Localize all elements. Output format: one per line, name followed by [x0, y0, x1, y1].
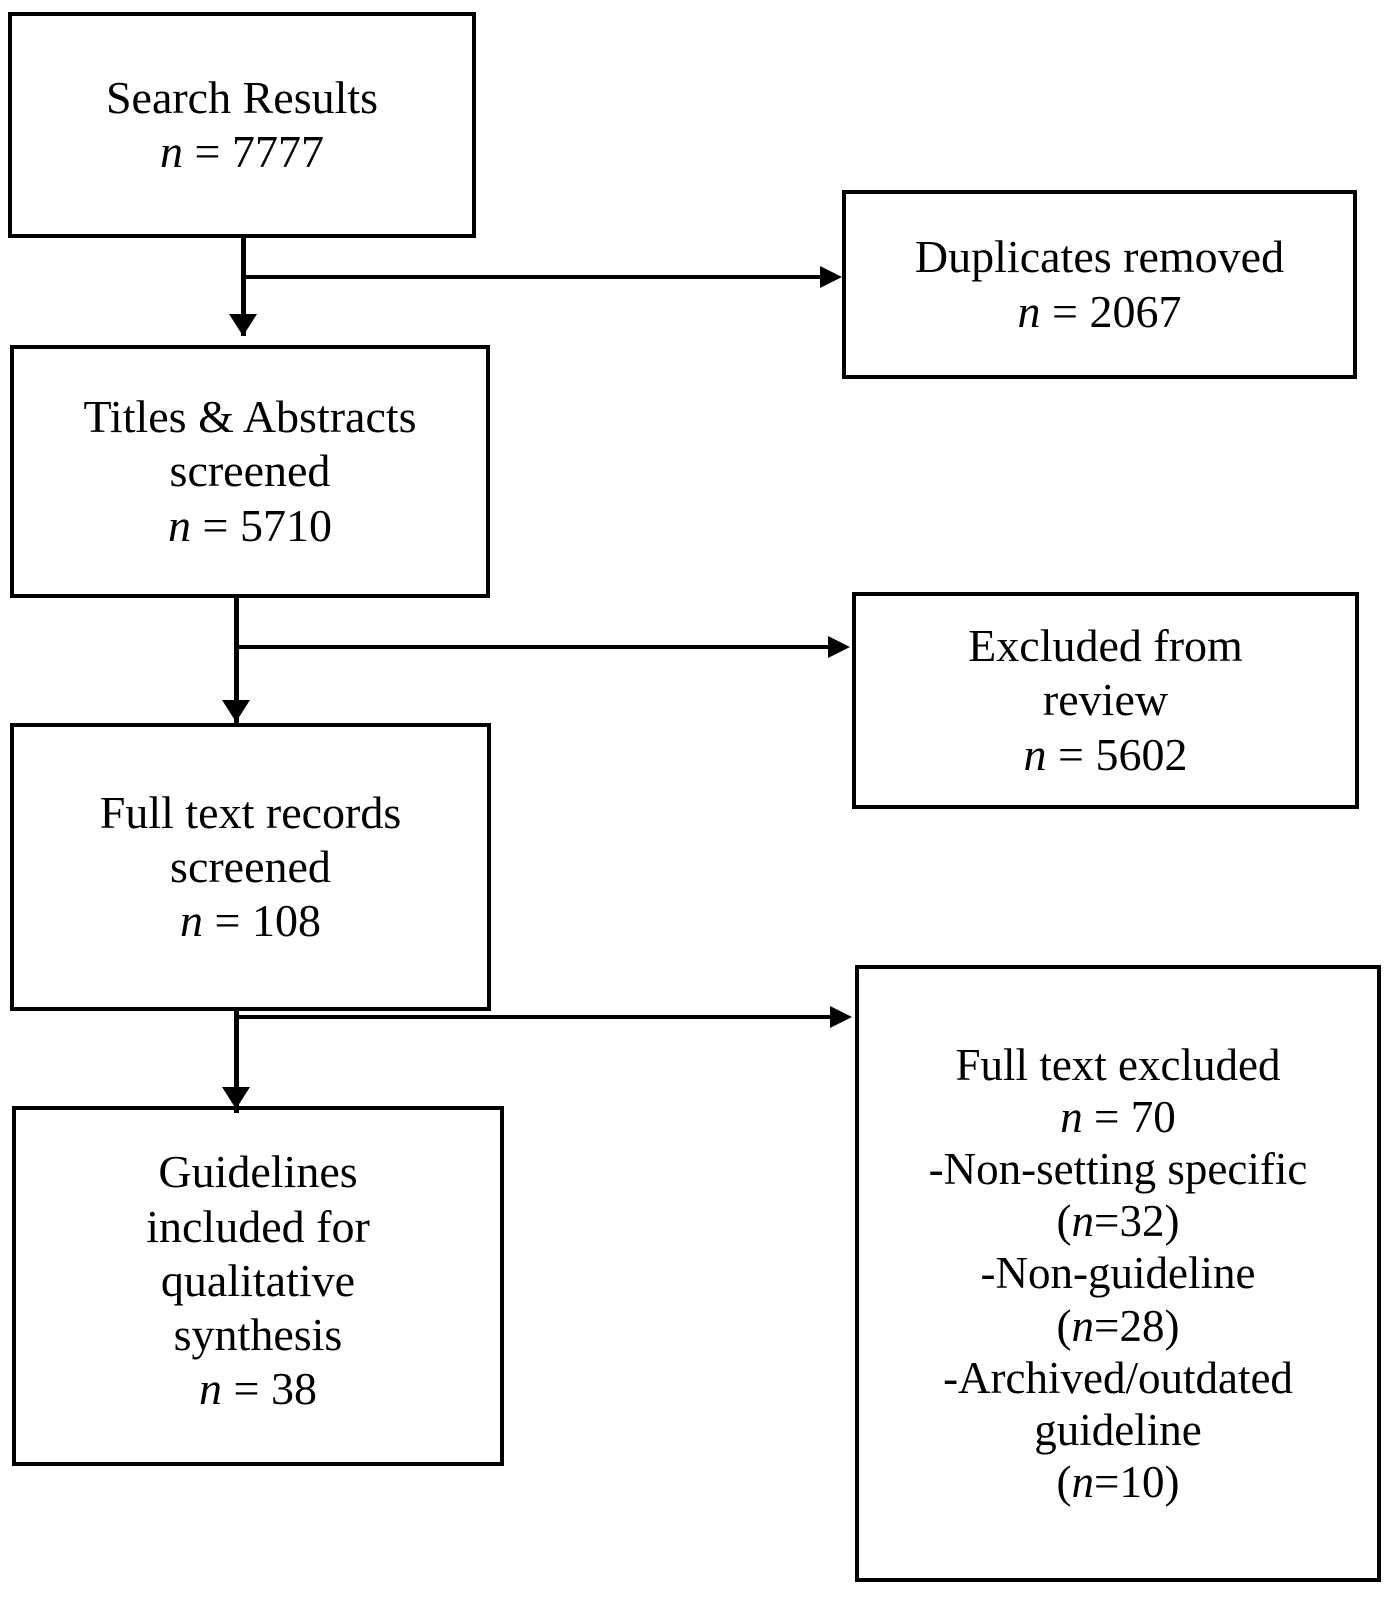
- connector-fulltext-to-excluded-line: [236, 1015, 838, 1019]
- count-value: 108: [251, 895, 321, 947]
- exclusion-reason-label: -Archived/outdated: [943, 1352, 1293, 1403]
- node-full-text-records-label-line1: Full text records: [99, 786, 402, 838]
- node-duplicates-removed: Duplicates removed n = 2067: [842, 190, 1357, 379]
- connector-search-to-titles-line: [241, 236, 246, 336]
- node-excluded-from-review-label-line2: review: [1042, 674, 1169, 726]
- arrow-right-icon-search-to-duplicates: [820, 266, 842, 288]
- node-full-text-excluded-count: n = 70: [1060, 1091, 1175, 1143]
- n-symbol: n: [168, 499, 192, 551]
- count-separator: =: [183, 126, 232, 177]
- count-separator: =: [1082, 1091, 1131, 1142]
- arrow-down-icon-search-to-titles: [229, 314, 257, 336]
- exclusion-reason-label: -Non-setting specific: [928, 1144, 1308, 1195]
- paren-close: ): [1164, 1457, 1180, 1508]
- n-symbol: n: [1017, 285, 1041, 337]
- arrow-right-icon-fulltext-to-excluded: [830, 1006, 852, 1028]
- arrow-down-icon-fulltext-to-included: [222, 1087, 250, 1109]
- exclusion-reason-count: (n=10): [1057, 1456, 1180, 1508]
- n-symbol: n: [1071, 1300, 1095, 1351]
- node-titles-abstracts-count: n = 5710: [168, 499, 332, 553]
- connector-fulltext-to-included-line: [234, 1009, 239, 1113]
- exclusion-reason-label: -Non-guideline: [980, 1248, 1256, 1299]
- arrow-down-icon-titles-to-fulltext: [222, 700, 250, 722]
- connector-titles-to-fulltext-line: [234, 596, 239, 726]
- count-value: 5710: [239, 499, 332, 551]
- node-full-text-excluded-label: Full text excluded: [955, 1039, 1281, 1090]
- node-guidelines-included-label-line3: qualitative: [160, 1254, 356, 1306]
- count-separator: =: [1094, 1196, 1120, 1247]
- count-value: 7777: [231, 126, 324, 177]
- n-symbol: n: [1071, 1457, 1095, 1508]
- n-symbol: n: [1023, 728, 1047, 780]
- count-value: 10: [1119, 1457, 1165, 1508]
- connector-titles-to-excluded-line: [236, 645, 836, 649]
- node-guidelines-included-label-line4: synthesis: [173, 1309, 343, 1361]
- node-full-text-excluded: Full text excluded n = 70 -Non-setting s…: [855, 965, 1381, 1582]
- node-excluded-from-review-label-line1: Excluded from: [968, 620, 1243, 672]
- node-full-text-records-screened: Full text records screened n = 108: [10, 723, 491, 1011]
- n-symbol: n: [199, 1363, 223, 1415]
- n-symbol: n: [180, 895, 204, 947]
- node-guidelines-included-count: n = 38: [199, 1362, 317, 1416]
- count-separator: =: [191, 499, 240, 551]
- node-full-text-records-label-line2: screened: [170, 840, 331, 892]
- paren-open: (: [1056, 1196, 1072, 1247]
- exclusion-reason-count: (n=28): [1057, 1300, 1180, 1352]
- count-separator: =: [222, 1363, 271, 1415]
- paren-open: (: [1056, 1457, 1072, 1508]
- node-titles-abstracts-label-line2: screened: [169, 445, 331, 497]
- count-value: 5602: [1095, 728, 1188, 780]
- paren-open: (: [1056, 1300, 1072, 1351]
- exclusion-reason-count: (n=32): [1057, 1195, 1180, 1247]
- node-full-text-records-count: n = 108: [180, 894, 321, 948]
- exclusion-reason-label-cont: guideline: [1034, 1404, 1202, 1455]
- count-separator: =: [1040, 285, 1090, 337]
- node-search-results-label: Search Results: [105, 71, 379, 123]
- count-value: 38: [270, 1363, 317, 1415]
- count-value: 32: [1119, 1196, 1165, 1247]
- node-titles-abstracts-screened: Titles & Abstracts screened n = 5710: [10, 345, 490, 598]
- node-excluded-from-review: Excluded from review n = 5602: [852, 592, 1359, 809]
- count-separator: =: [1094, 1300, 1120, 1351]
- node-guidelines-included-label-line2: included for: [146, 1200, 370, 1252]
- node-excluded-from-review-count: n = 5602: [1024, 728, 1188, 782]
- connector-search-to-duplicates-line: [243, 275, 828, 279]
- n-symbol: n: [160, 126, 184, 177]
- count-separator: =: [203, 895, 252, 947]
- node-duplicates-removed-count: n = 2067: [1018, 285, 1182, 339]
- count-separator: =: [1046, 728, 1096, 780]
- count-value: 2067: [1089, 285, 1182, 337]
- node-duplicates-removed-label: Duplicates removed: [914, 231, 1285, 283]
- node-guidelines-included-label-line1: Guidelines: [158, 1146, 358, 1198]
- count-value: 28: [1119, 1300, 1165, 1351]
- arrow-right-icon-titles-to-excluded: [828, 636, 850, 658]
- count-separator: =: [1094, 1457, 1120, 1508]
- n-symbol: n: [1071, 1196, 1095, 1247]
- node-titles-abstracts-label-line1: Titles & Abstracts: [83, 391, 417, 443]
- node-search-results: Search Results n = 7777: [8, 12, 476, 238]
- paren-close: ): [1164, 1196, 1180, 1247]
- count-value: 70: [1130, 1091, 1176, 1142]
- node-search-results-count: n = 7777: [154, 125, 330, 179]
- n-symbol: n: [1060, 1091, 1083, 1142]
- paren-close: ): [1164, 1300, 1180, 1351]
- node-guidelines-included: Guidelines included for qualitative synt…: [12, 1106, 504, 1466]
